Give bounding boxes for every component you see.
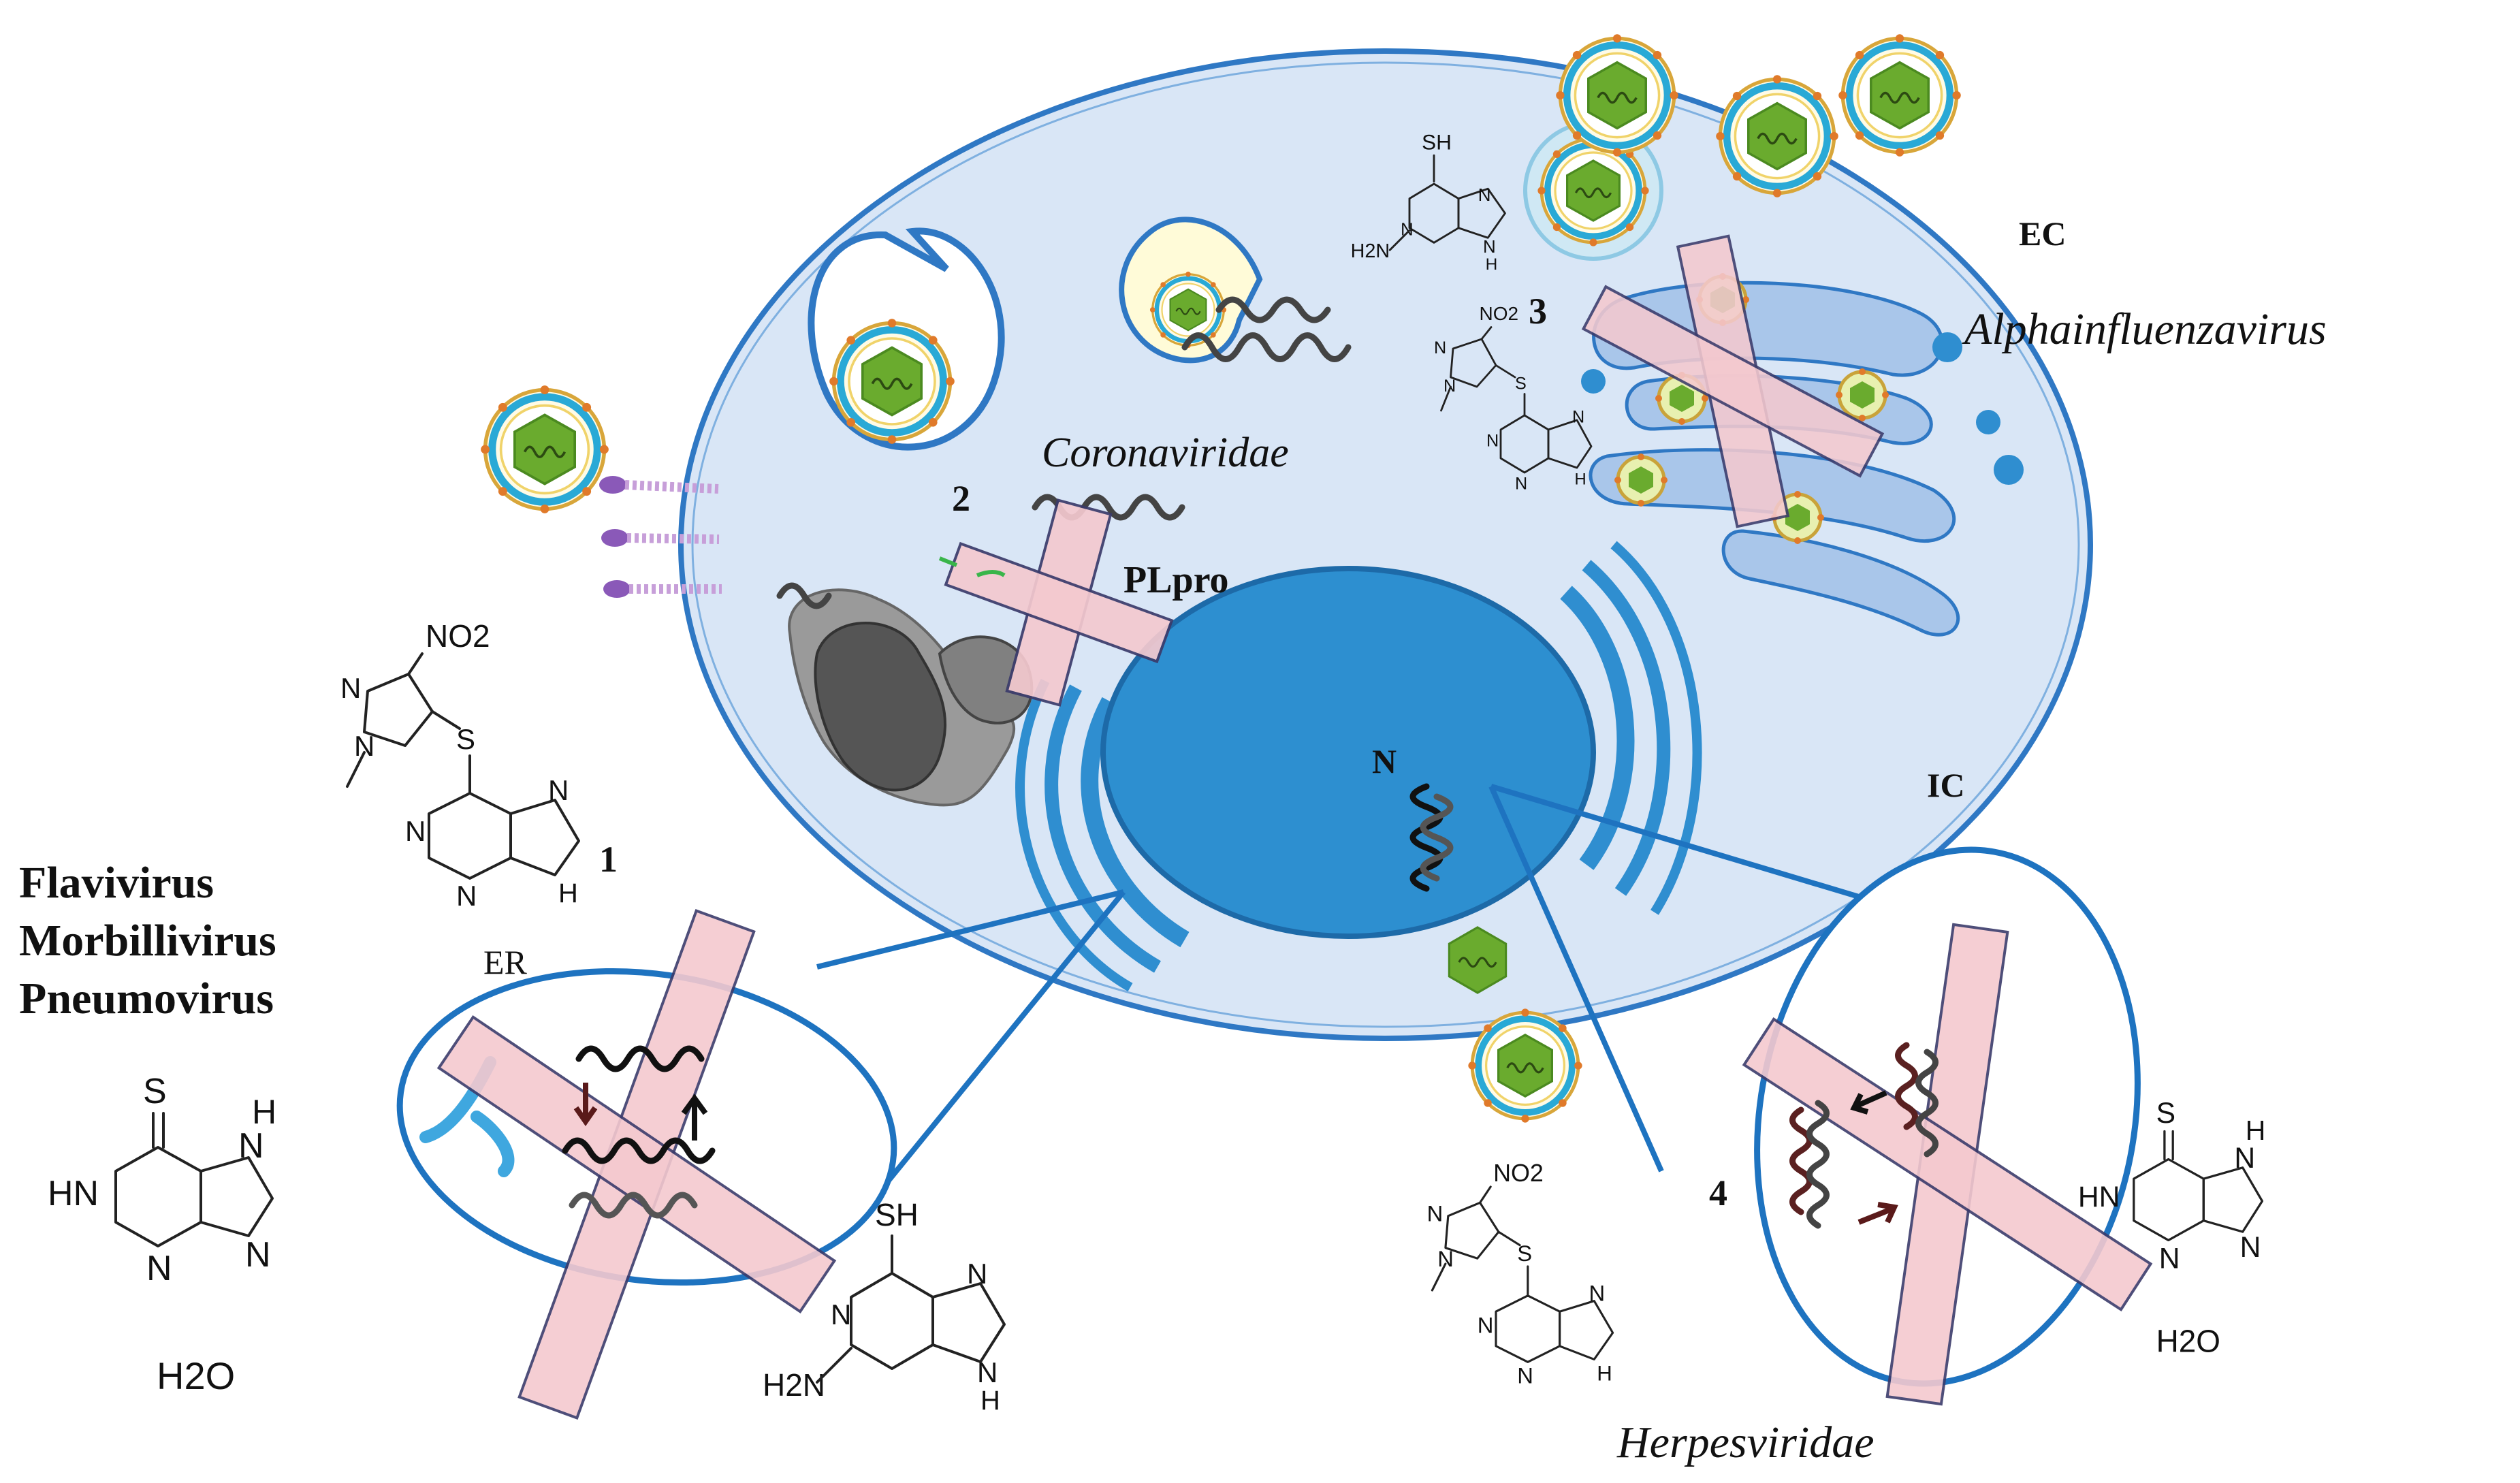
rna-strand-icon (776, 582, 832, 609)
svg-text:N: N (2159, 1242, 2180, 1275)
svg-text:N: N (1478, 186, 1491, 205)
svg-text:SH: SH (1422, 130, 1452, 155)
step-3-label: 3 (1529, 291, 1547, 332)
coronaviridae-label: Coronaviridae (1042, 430, 1289, 476)
er-label: ER (483, 943, 528, 981)
svg-text:N: N (977, 1356, 998, 1388)
svg-text:H2O: H2O (157, 1354, 235, 1397)
plpro-label: PLpro (1123, 559, 1229, 601)
step-2-label: 2 (952, 478, 970, 519)
azathioprine-structure-left: NO2 N N S N N N H (340, 618, 580, 912)
svg-text:N: N (1589, 1281, 1606, 1306)
receptor-icon (603, 580, 722, 598)
rna-strand-icon (1420, 793, 1454, 882)
virus-particle-icon (481, 385, 609, 513)
uncoating-vesicle (1119, 217, 1263, 364)
step-1-label: 1 (599, 839, 618, 880)
block-cross-icon (938, 498, 1174, 707)
svg-text:HN: HN (48, 1174, 99, 1213)
pneumovirus-label: Pneumovirus (19, 974, 274, 1023)
svg-text:NO2: NO2 (1493, 1160, 1544, 1187)
svg-text:N: N (354, 730, 374, 762)
rna-strands (776, 296, 1454, 892)
svg-text:N: N (2234, 1142, 2255, 1175)
svg-text:H: H (2246, 1115, 2266, 1146)
mercaptopurine-structure-right: S HN N N H N H2O (2078, 1097, 2266, 1358)
svg-text:N: N (2240, 1231, 2261, 1264)
morbillivirus-label: Morbillivirus (19, 916, 276, 966)
rna-strand-icon (1181, 332, 1352, 362)
virus-particle-icon (1556, 34, 1678, 157)
alphainfluenzavirus-label: Alphainfluenzavirus (1962, 304, 2327, 354)
thioguanine-structure-bottom: SH N N N H H2N (763, 1197, 1006, 1416)
svg-text:N: N (831, 1298, 851, 1330)
svg-text:H: H (1486, 255, 1498, 274)
svg-text:N: N (245, 1235, 271, 1275)
receptors (599, 476, 722, 598)
virus-particle-icon (1838, 34, 1961, 157)
ic-label: IC (1927, 766, 1965, 804)
svg-text:NO2: NO2 (426, 618, 490, 654)
rna-strand-icon (1215, 296, 1331, 323)
svg-text:SH: SH (875, 1197, 919, 1232)
svg-text:H: H (980, 1386, 1000, 1416)
svg-text:H2N: H2N (763, 1367, 825, 1403)
svg-text:S: S (456, 723, 475, 755)
svg-text:H: H (1575, 471, 1586, 489)
receptor-icon (599, 476, 719, 494)
flavivirus-label: Flavivirus (19, 858, 214, 908)
svg-text:N: N (405, 815, 426, 847)
svg-text:NO2: NO2 (1480, 303, 1519, 324)
svg-text:H: H (1597, 1362, 1612, 1386)
azathioprine-structure-bottom: NO2 N N S N N N H (1427, 1160, 1614, 1388)
svg-text:N: N (1434, 338, 1446, 357)
svg-text:N: N (1486, 432, 1499, 451)
step-4-label: 4 (1709, 1173, 1727, 1213)
svg-text:N: N (1401, 221, 1414, 240)
svg-text:H: H (252, 1093, 276, 1131)
svg-text:S: S (2156, 1097, 2175, 1130)
svg-text:H: H (558, 878, 578, 908)
svg-text:S: S (1515, 374, 1527, 394)
svg-text:N: N (1444, 377, 1456, 396)
svg-text:N: N (146, 1249, 172, 1288)
azathioprine-structure-center: NO2 N N S N N N H (1434, 303, 1593, 494)
ec-label: EC (2019, 214, 2066, 253)
svg-text:N: N (1515, 475, 1527, 494)
svg-text:N: N (967, 1258, 987, 1290)
svg-text:N: N (1427, 1201, 1444, 1226)
herpesviridae-label: Herpesviridae (1616, 1418, 1875, 1467)
svg-text:N: N (238, 1126, 264, 1166)
endosome-virus (808, 227, 1005, 451)
svg-text:N: N (340, 672, 361, 704)
nucleus-label: N (1372, 742, 1397, 780)
svg-text:N: N (1517, 1363, 1533, 1388)
svg-text:H2N: H2N (1351, 240, 1390, 262)
svg-text:N: N (1572, 408, 1584, 427)
svg-text:H2O: H2O (2156, 1323, 2220, 1358)
svg-text:N: N (1483, 238, 1496, 257)
mercaptopurine-structure-left: S HN N N H N H2O (48, 1072, 276, 1397)
svg-text:N: N (1478, 1312, 1494, 1337)
thioguanine-structure-top: SH N N N H H2N (1351, 130, 1506, 274)
zoom-er (396, 908, 897, 1420)
svg-text:N: N (1437, 1246, 1454, 1271)
virus-particle-icon (1716, 75, 1838, 197)
virus-particle-icon (1468, 1008, 1582, 1122)
block-cross-icon (1581, 234, 1885, 528)
svg-text:HN: HN (2078, 1181, 2120, 1213)
svg-text:N: N (456, 880, 477, 912)
svg-text:S: S (143, 1072, 167, 1111)
zoom-herpes (1742, 846, 2153, 1406)
receptor-icon (601, 529, 720, 547)
ribosome-icon (788, 588, 1034, 807)
svg-text:N: N (548, 774, 569, 806)
svg-text:S: S (1517, 1241, 1532, 1266)
nucleus (1015, 541, 1702, 994)
